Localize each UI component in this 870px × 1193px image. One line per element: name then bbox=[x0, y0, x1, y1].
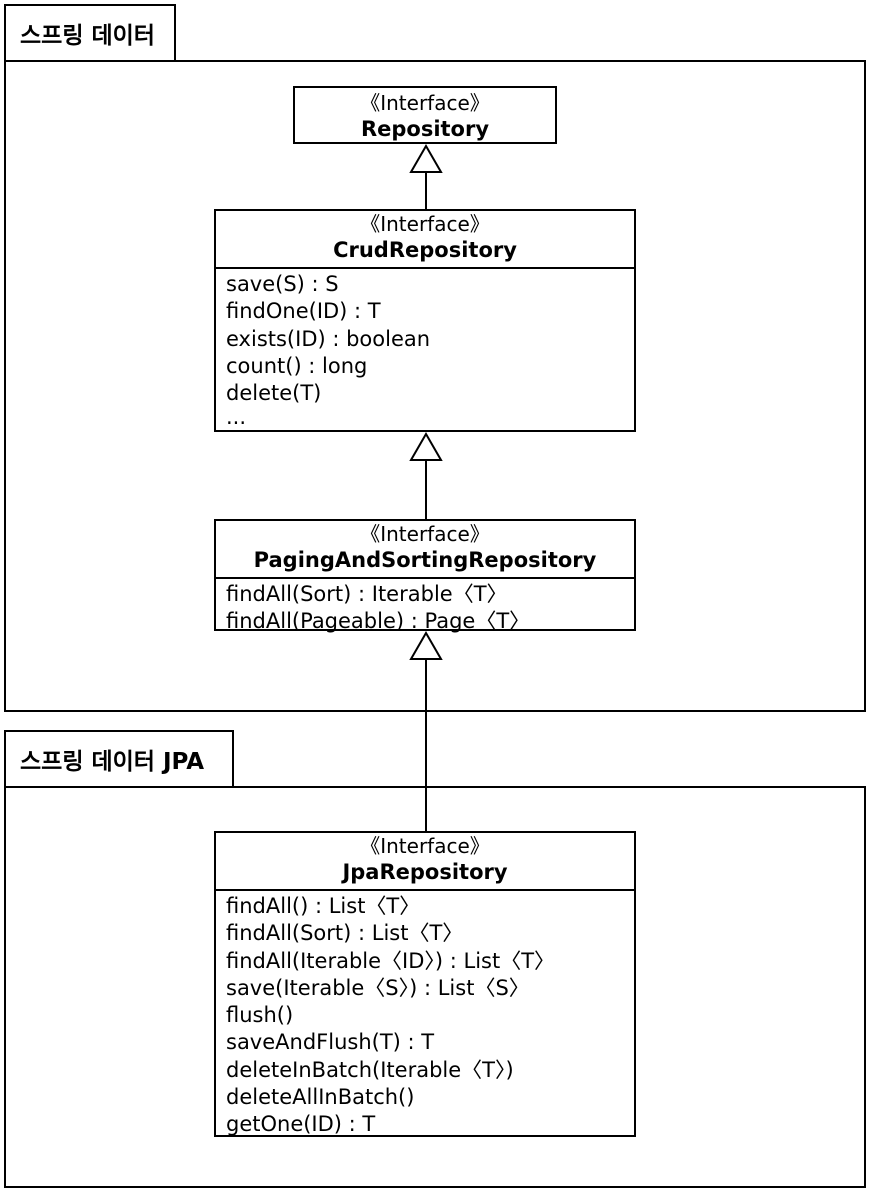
operation: ... bbox=[226, 405, 247, 430]
operation: delete(T) bbox=[226, 381, 322, 406]
operation: save(Iterable〈S〉) : List〈S〉 bbox=[226, 975, 530, 1000]
operation: findAll() : List〈T〉 bbox=[226, 894, 421, 918]
operation: count() : long bbox=[226, 353, 368, 378]
class-paging-and-sorting-repository: 《Interface》 PagingAndSortingRepository f… bbox=[214, 519, 636, 633]
class-header: 《Interface》 JpaRepository bbox=[216, 833, 634, 889]
inheritance-arrowhead-paging bbox=[409, 630, 443, 660]
class-name: JpaRepository bbox=[342, 860, 508, 884]
operations-list: findAll(Sort) : Iterable〈T〉 findAll(Page… bbox=[216, 577, 634, 636]
inheritance-arrowhead-repository bbox=[409, 143, 443, 173]
class-crud-repository: 《Interface》 CrudRepository save(S) : S f… bbox=[214, 209, 636, 432]
package-tab-spring-data-jpa: 스프링 데이터 JPA bbox=[4, 730, 234, 788]
class-name: PagingAndSortingRepository bbox=[253, 548, 597, 572]
stereotype: 《Interface》 bbox=[360, 522, 490, 546]
operation: saveAndFlush(T) : T bbox=[226, 1030, 435, 1055]
class-jpa-repository: 《Interface》 JpaRepository findAll() : Li… bbox=[214, 831, 636, 1137]
class-name: Repository bbox=[360, 117, 490, 141]
class-name: CrudRepository bbox=[333, 238, 517, 262]
stereotype: 《Interface》 bbox=[360, 212, 490, 236]
operation: getOne(ID) : T bbox=[226, 1112, 376, 1137]
operation: findAll(Iterable〈ID〉) : List〈T〉 bbox=[226, 948, 556, 973]
class-repository: 《Interface》 Repository bbox=[293, 86, 557, 144]
operation: deleteInBatch(Iterable〈T〉) bbox=[226, 1057, 514, 1082]
operation: exists(ID) : boolean bbox=[226, 326, 431, 351]
class-header: 《Interface》 CrudRepository bbox=[216, 211, 634, 267]
operation: findAll(Sort) : Iterable〈T〉 bbox=[226, 582, 508, 606]
inheritance-arrowhead-crud bbox=[409, 431, 443, 461]
operation: findOne(ID) : T bbox=[226, 299, 381, 324]
package-label: 스프링 데이터 JPA bbox=[20, 749, 205, 775]
class-header: 《Interface》 Repository bbox=[295, 88, 555, 142]
operation: findAll(Sort) : List〈T〉 bbox=[226, 921, 464, 946]
stereotype: 《Interface》 bbox=[360, 91, 490, 115]
package-tab-spring-data: 스프링 데이터 bbox=[4, 4, 176, 62]
operation: deleteAllInBatch() bbox=[226, 1085, 415, 1110]
operation: flush() bbox=[226, 1003, 294, 1028]
operations-list: save(S) : S findOne(ID) : T exists(ID) :… bbox=[216, 267, 634, 430]
operation: findAll(Pageable) : Page〈T〉 bbox=[226, 609, 531, 634]
operations-list: findAll() : List〈T〉 findAll(Sort) : List… bbox=[216, 889, 634, 1139]
stereotype: 《Interface》 bbox=[360, 834, 490, 858]
class-header: 《Interface》 PagingAndSortingRepository bbox=[216, 521, 634, 577]
package-label: 스프링 데이터 bbox=[20, 23, 155, 49]
operation: save(S) : S bbox=[226, 272, 339, 296]
